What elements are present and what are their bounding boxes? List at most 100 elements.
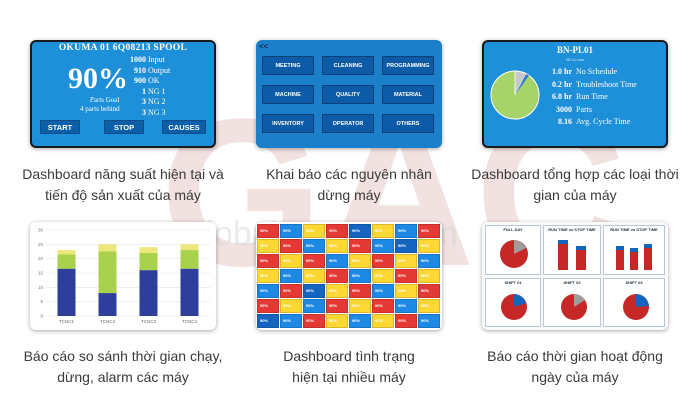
- reason-button-quality[interactable]: QUALITY: [322, 85, 374, 104]
- machine-status-tile[interactable]: 90%: [303, 269, 325, 283]
- machine-status-tile[interactable]: 90%: [280, 239, 302, 253]
- machine-status-tile[interactable]: 90%: [280, 299, 302, 313]
- machine-status-tile[interactable]: 90%: [418, 224, 440, 238]
- machine-title: OKUMA 01 6Q08213 SPOOL: [58, 43, 188, 53]
- machine-status-tile[interactable]: 90%: [395, 269, 417, 283]
- reason-button-meeting[interactable]: MEETING: [262, 56, 314, 75]
- machine-status-tile[interactable]: 90%: [257, 284, 279, 298]
- bar-segment: [98, 244, 117, 252]
- bar-segment: [139, 247, 158, 253]
- panel-run-vs-stop-2: RUN TIME vs STOP TIME: [603, 225, 665, 275]
- machine-status-tile[interactable]: 90%: [418, 299, 440, 313]
- machine-status-tile[interactable]: 90%: [395, 284, 417, 298]
- machine-status-tile[interactable]: 90%: [326, 254, 348, 268]
- machine-status-tile[interactable]: 90%: [349, 254, 371, 268]
- machine-status-tile[interactable]: 90%: [326, 239, 348, 253]
- reason-button-machine[interactable]: MACHINE: [262, 85, 314, 104]
- machine-status-tile[interactable]: 90%: [303, 314, 325, 328]
- machine-status-tile[interactable]: 90%: [418, 314, 440, 328]
- machine-status-tile[interactable]: 90%: [349, 284, 371, 298]
- reason-button-inventory[interactable]: INVENTORY: [262, 114, 314, 133]
- machine-status-tile[interactable]: 90%: [349, 314, 371, 328]
- machine-status-tile[interactable]: 90%: [349, 299, 371, 313]
- machine-status-tile[interactable]: 90%: [303, 299, 325, 313]
- machine-status-tile[interactable]: 90%: [418, 284, 440, 298]
- caption-machine-comparison: Báo cáo so sánh thời gian chạy,dừng, ala…: [23, 348, 223, 385]
- reason-button-programming[interactable]: PROGRAMMING: [382, 56, 434, 75]
- machine-status-tile[interactable]: 90%: [372, 224, 394, 238]
- machine-status-tile[interactable]: 90%: [280, 269, 302, 283]
- bar-segment: [139, 270, 158, 316]
- machine-status-tile[interactable]: 90%: [418, 239, 440, 253]
- machine-status-tile[interactable]: 90%: [372, 284, 394, 298]
- bar-segment: [180, 244, 199, 251]
- machine-status-tile[interactable]: 90%: [257, 224, 279, 238]
- machine-status-tile[interactable]: 90%: [280, 314, 302, 328]
- daily-operation-report-thumbnail[interactable]: FULL DAY RUN TIME vs STOP TIME RUN TIME …: [482, 222, 668, 330]
- machine-subtitle: 25 Cu dun: [565, 57, 585, 62]
- machine-status-tile[interactable]: 90%: [372, 314, 394, 328]
- machine-status-tile[interactable]: 90%: [257, 239, 279, 253]
- reason-button-material[interactable]: MATERIAL: [382, 85, 434, 104]
- parts-behind-label: 4 parts behind: [80, 105, 120, 113]
- machine-status-tile[interactable]: 90%: [257, 254, 279, 268]
- machine-status-tile[interactable]: 90%: [303, 284, 325, 298]
- full-day-pie: [500, 240, 528, 268]
- machine-status-tile[interactable]: 90%: [372, 269, 394, 283]
- machine-status-tile[interactable]: 90%: [372, 254, 394, 268]
- machine-status-tile[interactable]: 90%: [395, 224, 417, 238]
- causes-button[interactable]: CAUSES: [162, 120, 206, 134]
- machine-status-tile[interactable]: 90%: [303, 254, 325, 268]
- machine-status-tile[interactable]: 90%: [395, 299, 417, 313]
- machine-status-tile[interactable]: 90%: [395, 239, 417, 253]
- multi-machine-status-thumbnail[interactable]: 90%90%90%90%90%90%90%90%90%90%90%90%90%9…: [256, 222, 442, 330]
- machine-status-tile[interactable]: 90%: [326, 314, 348, 328]
- machine-status-tile[interactable]: 90%: [326, 224, 348, 238]
- reason-button-cleaning[interactable]: CLEANING: [322, 56, 374, 75]
- machine-status-tile[interactable]: 90%: [395, 254, 417, 268]
- machine-status-tile[interactable]: 90%: [418, 254, 440, 268]
- machine-status-tile[interactable]: 90%: [349, 239, 371, 253]
- efficiency-percent: 90%: [68, 62, 128, 95]
- machine-status-tile[interactable]: 90%: [303, 239, 325, 253]
- machine-status-tile[interactable]: 90%: [326, 269, 348, 283]
- production-dashboard-thumbnail[interactable]: OKUMA 01 6Q08213 SPOOL 90% Parts Goal 4 …: [30, 40, 216, 148]
- bar-segment: [98, 251, 117, 294]
- machine-status-tile[interactable]: 90%: [326, 284, 348, 298]
- machine-status-tile[interactable]: 90%: [372, 299, 394, 313]
- shift-01-pie: [501, 294, 527, 320]
- machine-status-tile[interactable]: 90%: [257, 314, 279, 328]
- machine-status-tile[interactable]: 90%: [303, 224, 325, 238]
- machine-status-tile[interactable]: 90%: [280, 224, 302, 238]
- machine-status-tile[interactable]: 90%: [372, 239, 394, 253]
- reason-button-others[interactable]: OTHERS: [382, 114, 434, 133]
- machine-status-tile[interactable]: 90%: [349, 269, 371, 283]
- machine-status-tile[interactable]: 90%: [257, 299, 279, 313]
- panel-shift-03: SHIFT 03: [603, 278, 665, 327]
- machine-status-tile[interactable]: 90%: [280, 254, 302, 268]
- start-button[interactable]: START: [40, 120, 80, 134]
- reason-button-operator[interactable]: OPERATOR: [322, 114, 374, 133]
- x-category-label: TCNC2: [100, 319, 115, 324]
- time-pie-chart: [490, 70, 540, 120]
- panel-shift-01: SHIFT 01: [485, 278, 541, 327]
- machine-status-tile[interactable]: 90%: [280, 284, 302, 298]
- x-category-label: TCNC1: [59, 319, 74, 324]
- stop-reason-thumbnail[interactable]: << MEETING CLEANING PROGRAMMING MACHINE QUAL…: [256, 40, 442, 148]
- machine-status-tile[interactable]: 90%: [395, 314, 417, 328]
- y-tick-label: 5: [40, 299, 43, 304]
- machine-status-tile[interactable]: 90%: [326, 299, 348, 313]
- machine-status-tile[interactable]: 90%: [418, 269, 440, 283]
- stop-button[interactable]: STOP: [104, 120, 144, 134]
- machine-status-tile[interactable]: 90%: [349, 224, 371, 238]
- machine-status-tile[interactable]: 90%: [257, 269, 279, 283]
- back-icon[interactable]: <<: [259, 42, 269, 51]
